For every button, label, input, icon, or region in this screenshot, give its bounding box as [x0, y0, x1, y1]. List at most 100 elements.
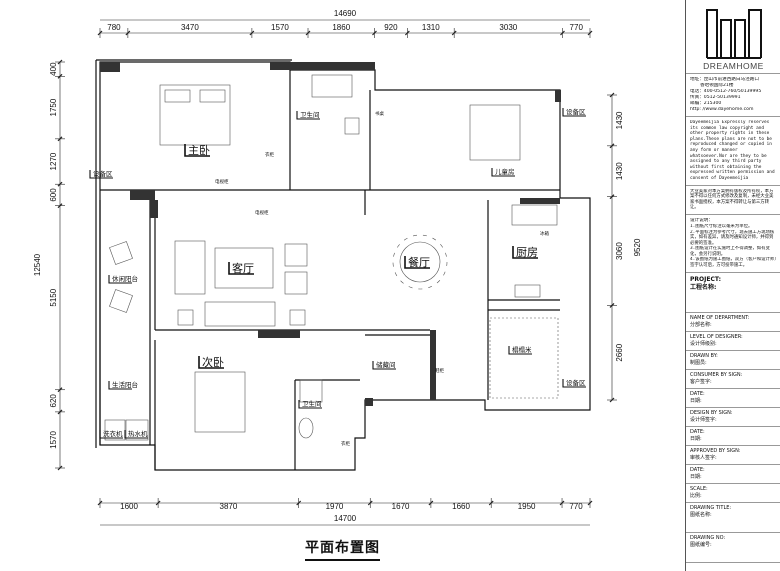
title-block-field: DRAWN BY:制图员: — [686, 351, 780, 370]
project-field: PROJECT: 工程名称: — [686, 273, 780, 313]
dimension-label: 770 — [570, 23, 584, 32]
drawing-title: 平面布置图 — [305, 537, 380, 561]
postcode: 邮编：215300 — [690, 101, 722, 106]
field-label-cn: 设计师级别: — [690, 340, 717, 347]
title-block: DREAMHOME 地址：昆山市前进西路白马泾路口 香哈顿国际21楼 电话：40… — [685, 0, 780, 571]
field-label-cn: 日期: — [690, 397, 702, 404]
phone: 电话：400-0512-760/50139995 — [690, 89, 762, 94]
second-bed — [194, 371, 246, 433]
dimension-label: 1600 — [120, 502, 138, 511]
room-label-equipment-bottom-right: 设备区 — [566, 378, 586, 387]
room-label-living-room: 客厅 — [232, 261, 254, 275]
dimension-label: 2660 — [615, 343, 624, 361]
dimension-label: 1270 — [49, 152, 58, 170]
kids-bed — [469, 104, 521, 161]
room-label-washer: 洗衣机 — [103, 429, 123, 438]
copyright-chinese: 大业美家对本方案拥有版权及所有权，本方案不得以任何方式修改及复制，未经大业美家书… — [690, 188, 774, 211]
field-label-en: DATE: — [690, 390, 705, 397]
dimension-label: 770 — [569, 502, 583, 511]
field-label-en: LEVEL OF DESIGNER: — [690, 333, 743, 340]
dimension-label: 3470 — [181, 23, 199, 32]
room-label-master-bedroom: 主卧 — [188, 144, 210, 157]
sofa-left — [174, 240, 206, 295]
note: 1.图纸尺寸标注以毫米为单位。 — [690, 223, 753, 229]
room-label-equipment-left: 设备区 — [93, 169, 113, 178]
field-label-en: CONSUMER BY SIGN: — [690, 371, 743, 378]
title-block-field: APPROVED BY SIGN:审核人签字: — [686, 446, 780, 465]
field-label-en: NAME OF DEPARTMENT: — [690, 314, 750, 321]
dimension-label: 620 — [49, 394, 58, 408]
room-label-dining-room: 餐厅 — [408, 255, 430, 269]
contact-info: 地址：昆山市前进西路白马泾路口 香哈顿国际21楼 电话：400-0512-760… — [686, 74, 780, 117]
title-block-field: DATE:日期: — [686, 427, 780, 446]
sofa-bottom — [204, 301, 276, 327]
field-label-cn: 日期: — [690, 435, 702, 442]
dimension-label: 1750 — [49, 98, 58, 116]
notes-title: 设计说明： — [690, 217, 713, 223]
fixture-label-shoe-cabinet: 鞋柜 — [435, 367, 444, 374]
field-label-cn: 图纸名称: — [690, 511, 712, 518]
dimension-label: 1310 — [422, 23, 440, 32]
total-dimension: 9520 — [633, 238, 642, 256]
field-label-en: SCALE: — [690, 485, 708, 492]
title-block-field: NAME OF DEPARTMENT:分部名称: — [686, 313, 780, 332]
title-block-field: DESIGN BY SIGN:设计师签字: — [686, 408, 780, 427]
copyright-english: Dayeemeijia Expressly reserves its commo… — [690, 120, 775, 181]
field-label-cn: 审核人签字: — [690, 454, 717, 461]
title-block-field: LEVEL OF DESIGNER:设计师级别: — [686, 332, 780, 351]
dimension-label: 3870 — [220, 502, 238, 511]
dimension-label: 920 — [384, 23, 398, 32]
master-bed — [159, 84, 231, 146]
field-label-cn: 比例: — [690, 492, 702, 499]
field-label-en: DATE: — [690, 466, 705, 473]
fixture-label-tv-cabinet: 电视柜 — [255, 209, 269, 216]
dimension-label: 1950 — [518, 502, 536, 511]
field-label-en: DESIGN BY SIGN: — [690, 409, 733, 416]
title-block-field: DATE:日期: — [686, 389, 780, 408]
kitchen-counter — [511, 204, 558, 226]
field-label-cn: 图纸编号: — [690, 541, 712, 548]
fixture-label-fridge: 冰箱 — [540, 230, 549, 237]
fixture-label-wardrobe: 衣柜 — [341, 440, 350, 447]
dimension-label: 1670 — [392, 502, 410, 511]
note: 2.平面标注为参考尺寸，现去施工方现场核实，如有差异，请及时通知设计师，并得到必… — [690, 229, 775, 246]
website: http: //www.dayehome.com — [690, 107, 754, 112]
dimension-label: 1970 — [326, 502, 344, 511]
dimension-label: 3060 — [615, 242, 624, 260]
dimension-label: 3030 — [499, 23, 517, 32]
brand-name: DREAMHOME — [686, 60, 780, 74]
room-label-tatami: 榻榻米 — [512, 345, 532, 354]
structural-columns — [100, 62, 561, 406]
project-label-cn: 工程名称: — [690, 283, 717, 291]
field-label-en: DRAWN BY: — [690, 352, 718, 359]
field-label-en: DRAWING NO: — [690, 534, 726, 541]
room-label-storage: 储藏间 — [376, 360, 396, 369]
note: 3.图纸设计在实施时上不得调整，如有变化，会另行说明。 — [690, 246, 770, 257]
field-label-en: DATE: — [690, 428, 705, 435]
room-label-utility-balcony: 生活阳台 — [112, 380, 138, 389]
dimension-label: 1430 — [615, 111, 624, 129]
total-dimension: 14700 — [334, 514, 357, 523]
total-dimension: 12540 — [33, 253, 42, 276]
field-label-cn: 客户签字: — [690, 378, 712, 385]
title-block-field: DRAWING TITLE:图纸名称: — [686, 503, 780, 533]
fixture-label-desk: 书桌 — [375, 110, 384, 117]
room-label-kitchen: 厨房 — [516, 246, 538, 259]
dimension-label: 1860 — [332, 23, 350, 32]
title-block-field: CONSUMER BY SIGN:客户签字: — [686, 370, 780, 389]
dimension-label: 600 — [49, 188, 58, 202]
total-dimension: 14690 — [334, 9, 357, 18]
title-block-field: SCALE:比例: — [686, 484, 780, 503]
furniture — [104, 74, 559, 441]
fax: 传真：0512-50139991 — [690, 95, 741, 100]
address-line: 地址：昆山市前进西路白马泾路口 — [690, 77, 759, 82]
address-line: 香哈顿国际21楼 — [700, 83, 734, 88]
room-label-kids-room: 儿童房 — [495, 167, 515, 176]
room-label-equipment-top-right: 设备区 — [566, 107, 586, 116]
room-label-second-bedroom: 次卧 — [202, 355, 224, 369]
dining-table — [399, 241, 441, 283]
living-coffee-table — [214, 247, 274, 289]
dimension-label: 1660 — [452, 502, 470, 511]
dimension-lines — [55, 19, 617, 526]
